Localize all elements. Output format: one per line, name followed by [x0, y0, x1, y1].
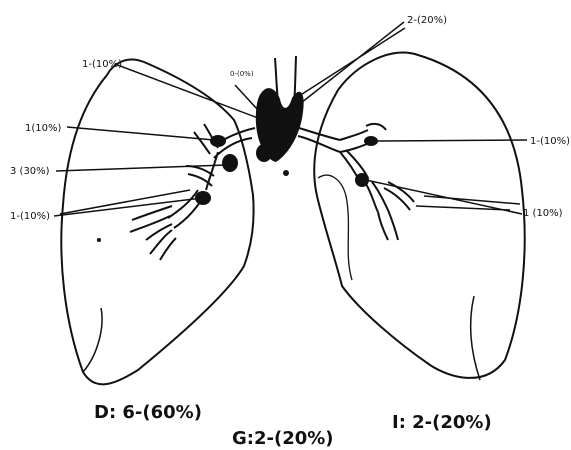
- left-upper-node: [210, 135, 226, 147]
- left-bronchial-tree: [130, 124, 255, 260]
- right-lung-outline: [314, 53, 524, 378]
- right-lobe-line: [471, 296, 480, 380]
- label-right-low: 1 (10%): [523, 208, 563, 219]
- label-left-top: 1-(10%): [82, 59, 122, 70]
- subcarinal-node: [256, 144, 272, 162]
- label-center-small: 0-(0%): [230, 70, 254, 78]
- label-left-low: 1-(10%): [10, 211, 50, 222]
- right-upper-node: [364, 136, 378, 146]
- right-hilum-contour: [318, 175, 352, 280]
- label-left-mid: 3 (30%): [10, 166, 50, 177]
- label-right-upper: 1-(10%): [530, 136, 570, 147]
- total-g: G:2-(20%): [232, 428, 334, 449]
- total-d: D: 6-(60%): [94, 402, 202, 423]
- label-trachea-top: 2-(20%): [407, 15, 447, 26]
- center-dot: [283, 170, 289, 176]
- total-i: I: 2-(20%): [392, 412, 492, 433]
- left-mid-node: [222, 154, 238, 172]
- left-lobe-line: [83, 308, 102, 372]
- stray-dot: [97, 238, 101, 242]
- label-left-upper: 1(10%): [25, 123, 61, 134]
